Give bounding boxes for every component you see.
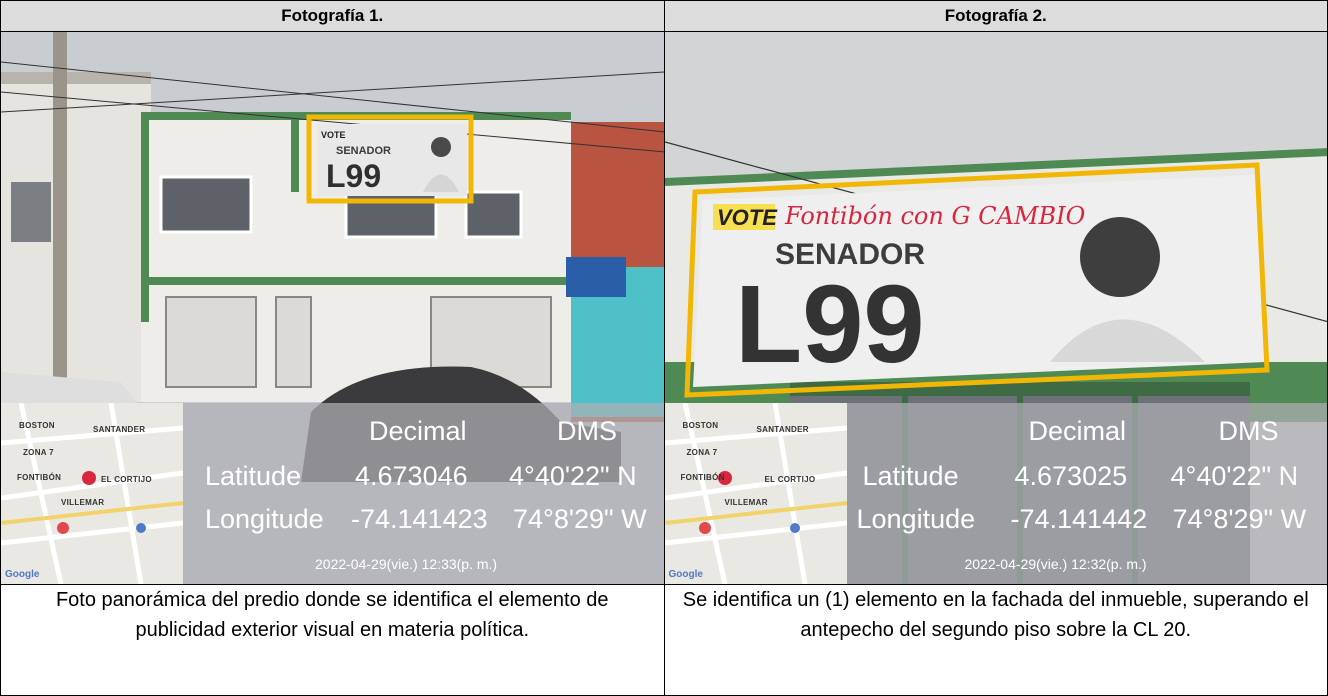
photo-1-timestamp: 2022-04-29(vie.) 12:33(p. m.) xyxy=(315,556,498,572)
photo-2-map-zona: ZONA 7 xyxy=(686,448,718,457)
photo-2-banner-vote: VOTE xyxy=(717,205,778,230)
photo-1-banner-number: L99 xyxy=(326,158,381,194)
photo-2-lon-decimal: -74.141442 xyxy=(1010,504,1148,534)
photo-2-col-decimal: Decimal xyxy=(1028,416,1127,446)
photo-2-banner-script: Fontibón con G CAMBIO xyxy=(784,202,1086,230)
photo-2-image: VOTE Fontibón con G CAMBIO SENADOR L99 xyxy=(664,32,1327,584)
photo-1-banner-senador: SENADOR xyxy=(336,145,391,157)
photo-1-caption: Foto panorámica del predio donde se iden… xyxy=(0,584,665,696)
photo-2-banner-senador: SENADOR xyxy=(775,238,925,271)
photo-1-map-thumbnail: BOSTON SANTANDER ZONA 7 FONTIBÓN EL CORT… xyxy=(1,403,183,584)
photo-1-map-villemar: VILLEMAR xyxy=(61,498,105,507)
photo-1-lon-dms: 74°8'29" W xyxy=(513,504,647,534)
photo-2-highlight-box xyxy=(683,162,1270,398)
photo-2-map-google: Google xyxy=(668,569,703,580)
photo-2-map-santander: SANTANDER xyxy=(756,425,809,434)
photo-1-map-zona: ZONA 7 xyxy=(23,448,54,457)
photo-1-col-decimal: Decimal xyxy=(369,416,467,446)
photo-2-timestamp: 2022-04-29(vie.) 12:32(p. m.) xyxy=(964,556,1147,572)
photo-1-cell: VOTE SENADOR L99 xyxy=(0,31,665,585)
photo-2-map-cortijo: EL CORTIJO xyxy=(764,475,816,484)
photo-1-header: Fotografía 1. xyxy=(0,0,665,32)
photo-1-gps-overlay: BOSTON SANTANDER ZONA 7 FONTIBÓN EL CORT… xyxy=(1,403,664,584)
photo-2-lat-dms: 4°40'22" N xyxy=(1170,461,1299,491)
photo-1-map-cortijo: EL CORTIJO xyxy=(101,475,152,484)
photo-1-map-google: Google xyxy=(5,569,40,580)
photo-1-lat-decimal: 4.673046 xyxy=(355,461,468,491)
photo-1-map-boston: BOSTON xyxy=(19,421,55,430)
photo-2-coords: Decimal DMS Latitude 4.673025 4°40'22" N… xyxy=(847,403,1327,584)
photo-2-map-boston: BOSTON xyxy=(682,421,719,430)
photo-2-header: Fotografía 2. xyxy=(663,0,1328,32)
photo-1-coords: Decimal DMS Latitude 4.673046 4°40'22" N… xyxy=(183,403,663,584)
photo-1-lat-label: Latitude xyxy=(205,461,302,491)
photo-2-map-fontibon: FONTIBÓN xyxy=(680,473,725,482)
photo-1-lat-dms: 4°40'22" N xyxy=(509,461,637,491)
photo-2-cell: VOTE Fontibón con G CAMBIO SENADOR L99 xyxy=(663,31,1328,585)
photo-2-map-villemar: VILLEMAR xyxy=(724,498,768,507)
photo-2-banner-number: L99 xyxy=(735,263,925,386)
photo-1-banner: VOTE SENADOR L99 xyxy=(317,124,467,196)
photo-1-col-dms: DMS xyxy=(557,416,617,446)
photo-1-image: VOTE SENADOR L99 xyxy=(1,32,664,584)
photo-2-col-dms: DMS xyxy=(1218,416,1279,446)
photo-1-map-santander: SANTANDER xyxy=(93,425,146,434)
photo-2-lat-label: Latitude xyxy=(862,461,959,491)
photo-2-map-thumbnail: BOSTON SANTANDER ZONA 7 FONTIBÓN EL CORT… xyxy=(664,403,847,584)
photo-2-lat-decimal: 4.673025 xyxy=(1014,461,1128,491)
photo-2-lon-label: Longitude xyxy=(856,504,976,534)
photo-1-lon-decimal: -74.141423 xyxy=(351,504,488,534)
photo-2-caption: Se identifica un (1) elemento en la fach… xyxy=(663,584,1328,696)
photo-2-banner: VOTE Fontibón con G CAMBIO SENADOR L99 xyxy=(692,175,1265,387)
photo-2-lon-dms: 74°8'29" W xyxy=(1172,504,1307,534)
photo-1-banner-vote: VOTE xyxy=(321,130,346,140)
photo-2-gps-overlay: BOSTON SANTANDER ZONA 7 FONTIBÓN EL CORT… xyxy=(664,403,1327,584)
photo-1-map-fontibon: FONTIBÓN xyxy=(17,473,62,482)
photo-1-highlight-box xyxy=(306,114,474,204)
photo-1-lon-label: Longitude xyxy=(205,504,324,534)
